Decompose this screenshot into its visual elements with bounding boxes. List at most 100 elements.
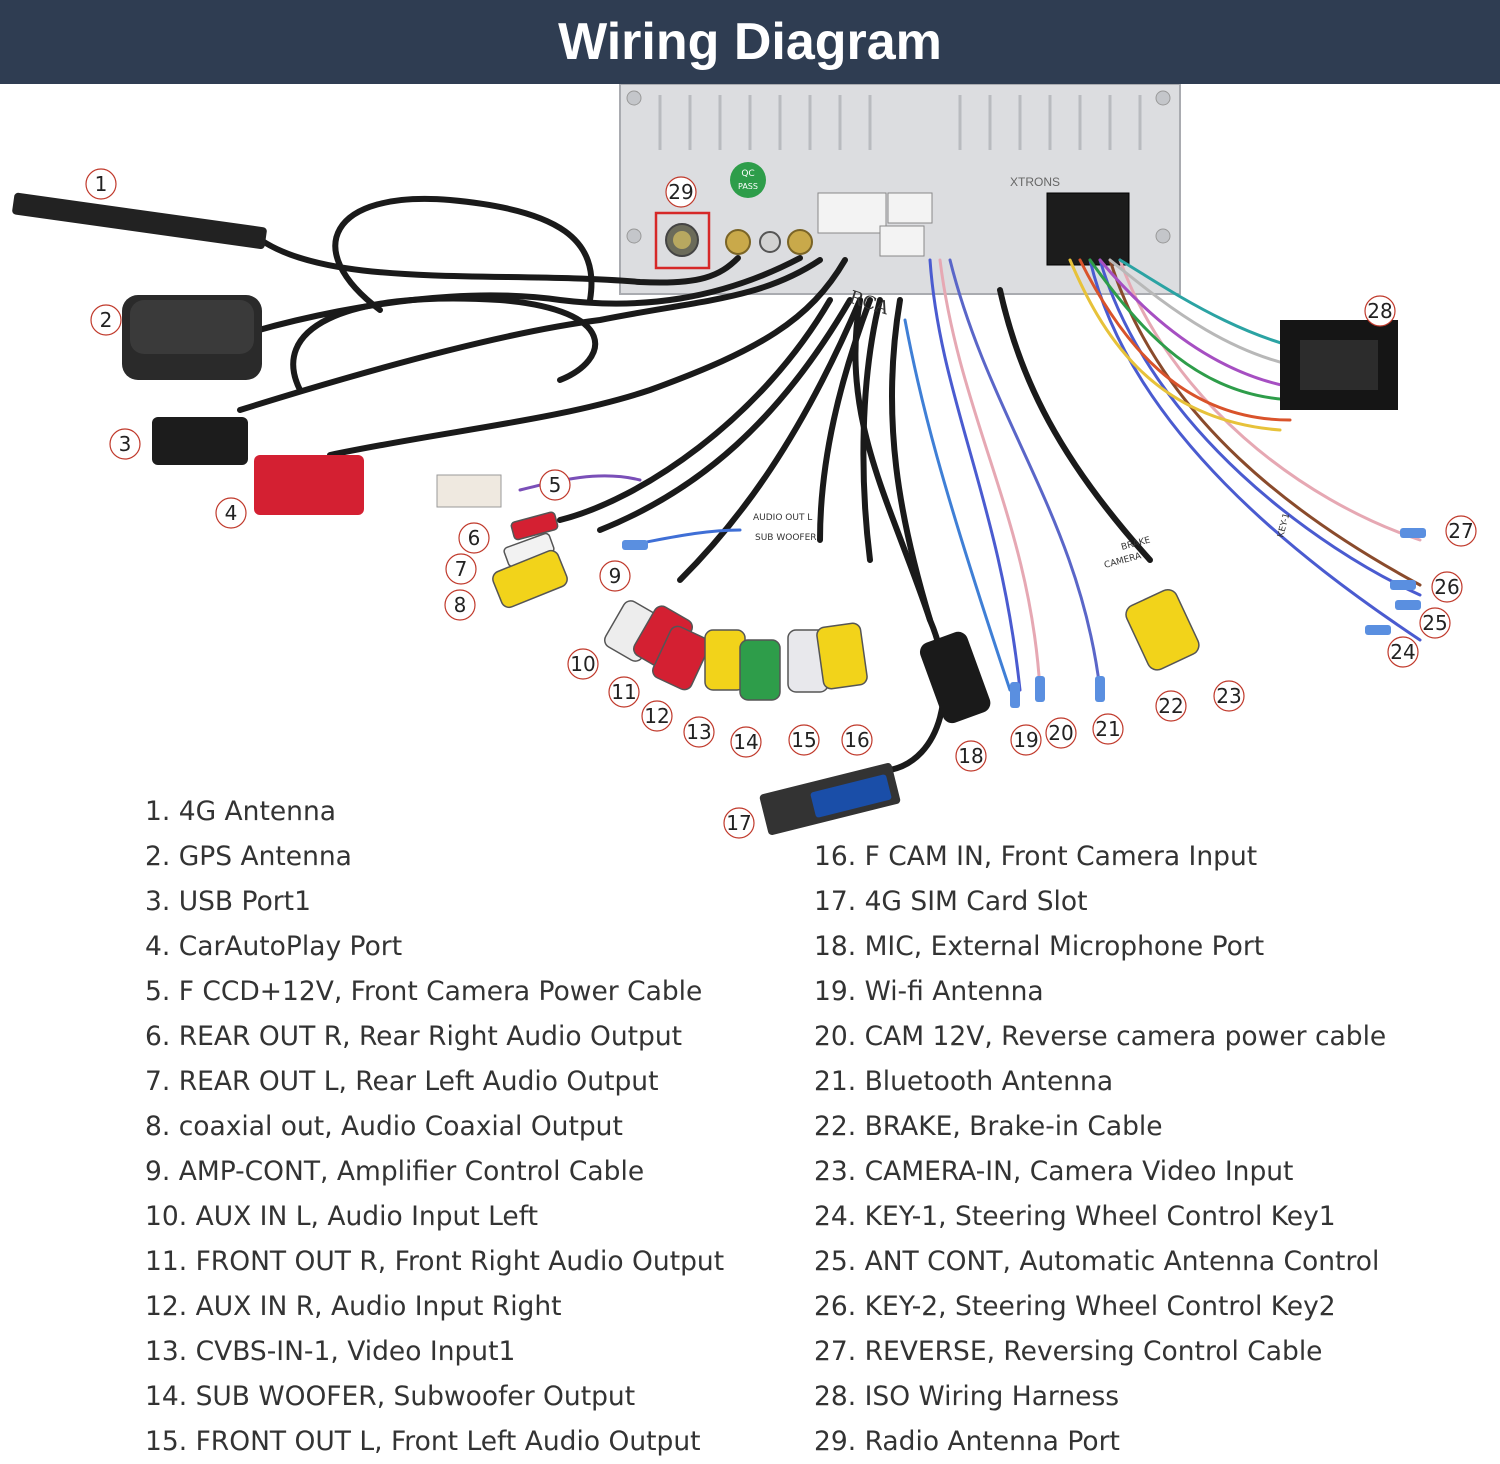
callout-number: 7 [455,557,468,581]
callout-13: 13 [683,716,715,748]
callout-circle [539,469,571,501]
callout-16: 16 [841,724,873,756]
callout-number: 18 [958,744,983,768]
svg-text:PASS: PASS [738,182,758,191]
callout-number: 1 [95,172,108,196]
legend-item: 9. AMP-CONT, Amplifier Control Cable [145,1156,645,1187]
callout-circle [1155,690,1187,722]
callout-10: 10 [567,648,599,680]
callout-number: 4 [225,501,238,525]
legend-item: 24. KEY-1, Steering Wheel Control Key1 [814,1201,1336,1232]
callout-26: 26 [1431,571,1463,603]
legend-item: 13. CVBS-IN-1, Video Input1 [145,1336,516,1367]
callout-circle [641,700,673,732]
callout-number: 26 [1434,575,1459,599]
callout-number: 19 [1013,728,1038,752]
callout-17: 17 [723,807,755,839]
callout-number: 20 [1048,721,1073,745]
usb-port [152,417,248,465]
callout-circle [788,724,820,756]
callout-2: 2 [90,304,122,336]
legend-item: 16. F CAM IN, Front Camera Input [814,841,1258,872]
callout-19: 19 [1010,724,1042,756]
callout-number: 28 [1367,299,1392,323]
callout-number: 6 [468,526,481,550]
callout-circle [841,724,873,756]
callout-14: 14 [730,726,762,758]
qc-pass-sticker [730,162,766,198]
callout-number: 15 [791,728,816,752]
legend-item: 23. CAMERA-IN, Camera Video Input [814,1156,1294,1187]
legend-item: 5. F CCD+12V, Front Camera Power Cable [145,976,703,1007]
callout-circle [1431,571,1463,603]
iso-harness [1280,320,1398,410]
callout-circle [215,497,247,529]
callout-number: 21 [1095,717,1120,741]
legend-item: 15. FRONT OUT L, Front Left Audio Output [145,1426,701,1457]
callout-21: 21 [1092,713,1124,745]
brand-label: XTRONS [1010,175,1060,189]
legend-item: 10. AUX IN L, Audio Input Left [145,1201,538,1232]
4g-antenna [12,192,267,250]
brake-tag: BRAKE [1120,535,1152,552]
callout-number: 27 [1448,519,1473,543]
legend-item: 12. AUX IN R, Audio Input Right [145,1291,562,1322]
callout-circle [444,589,476,621]
sim-card-slot [759,763,901,835]
callout-3: 3 [109,428,141,460]
wiring-diagram: XTRONS QC PASS [12,84,1477,839]
front-camera-power-plug [436,474,502,508]
callout-number: 9 [609,564,622,588]
wire-tips [622,528,1426,708]
legend-item: 27. REVERSE, Reversing Control Cable [814,1336,1323,1367]
callout-8: 8 [444,589,476,621]
legend-item: 7. REAR OUT L, Rear Left Audio Output [145,1066,659,1097]
legend-item: 18. MIC, External Microphone Port [814,931,1265,962]
callout-25: 25 [1419,607,1451,639]
carautoplay-port [254,455,364,515]
rca-plugs [492,511,1200,701]
svg-text:QC: QC [741,169,754,179]
legend-item: 8. coaxial out, Audio Coaxial Output [145,1111,623,1142]
callout-15: 15 [788,724,820,756]
page-title: Wiring Diagram [0,0,1500,84]
callout-circle [723,807,755,839]
callout-circle [608,676,640,708]
legend-item: 19. Wi-fi Antenna [814,976,1044,1007]
callout-circle [445,553,477,585]
radio-antenna-port-highlight [654,211,711,270]
callout-circle [599,560,631,592]
callout-20: 20 [1045,717,1077,749]
callout-number: 25 [1422,611,1447,635]
callout-7: 7 [445,553,477,585]
camera-tag: CAMERA [1103,551,1143,571]
gps-antenna [122,295,262,380]
callout-1: 1 [85,168,117,200]
legend-item: 21. Bluetooth Antenna [814,1066,1114,1097]
callout-number: 23 [1216,684,1241,708]
head-unit: XTRONS QC PASS [619,84,1181,295]
callout-number: 10 [570,652,595,676]
callout-number: 22 [1158,694,1183,718]
legend-item: 2. GPS Antenna [145,841,352,872]
signal-wires [518,258,1422,692]
legend-item: 20. CAM 12V, Reverse camera power cable [814,1021,1387,1052]
callout-number: 17 [726,811,751,835]
legend-item: 11. FRONT OUT R, Front Right Audio Outpu… [145,1246,725,1277]
callout-18: 18 [955,740,987,772]
callout-circle [1045,717,1077,749]
callout-circle [458,522,490,554]
legend-item: 22. BRAKE, Brake-in Cable [814,1111,1163,1142]
callout-circle [1419,607,1451,639]
callout-circle [683,716,715,748]
callout-circle [85,168,117,200]
callout-circle [109,428,141,460]
callout-number: 12 [644,704,669,728]
callout-5: 5 [539,469,571,501]
callout-12: 12 [641,700,673,732]
callout-6: 6 [458,522,490,554]
legend-item: 6. REAR OUT R, Rear Right Audio Output [145,1021,683,1052]
callout-circle [955,740,987,772]
callout-circle [730,726,762,758]
